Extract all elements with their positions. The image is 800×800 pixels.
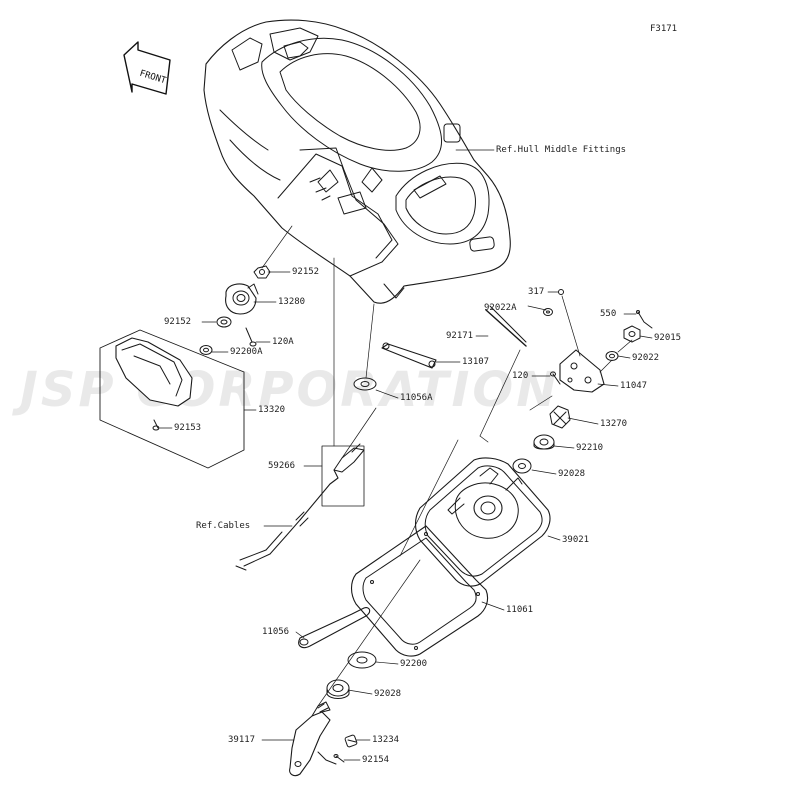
bracket-11056 (298, 607, 371, 649)
washer-92200 (347, 651, 377, 669)
part-label-13270: 13270 (600, 419, 628, 429)
part-label-11047: 11047 (620, 381, 648, 391)
washer-11056a (353, 377, 377, 391)
washer-92022a (543, 308, 553, 316)
part-label-92022: 92022 (632, 353, 660, 363)
nut-92152-lower (216, 316, 232, 328)
part-label-39117: 39117 (228, 735, 256, 745)
gasket-11061 (350, 525, 489, 657)
fitting-39117 (289, 701, 337, 777)
screw-120a (245, 327, 257, 347)
bracket-11047 (559, 349, 605, 393)
part-label-550: 550 (600, 309, 617, 319)
washer-92028-lower (326, 679, 350, 699)
bracket-box-13320 (99, 329, 245, 469)
part-label-92153: 92153 (174, 423, 202, 433)
part-label-92015: 92015 (654, 333, 682, 343)
collar-92210 (533, 434, 555, 450)
nut-92152-upper (253, 265, 271, 279)
part-label-120a: 120A (272, 337, 294, 347)
part-label-120: 120 (512, 371, 529, 381)
part-label-39021: 39021 (562, 535, 590, 545)
pin-550 (636, 310, 653, 329)
part-label-92200: 92200 (400, 659, 428, 669)
part-label-92154: 92154 (362, 755, 390, 765)
washer-92028-upper (512, 458, 532, 474)
part-13270 (549, 405, 571, 429)
front-arrow-icon: FRONT (123, 41, 171, 95)
part-label-92028-upper: 92028 (558, 469, 586, 479)
ref-cables-label: Ref.Cables (196, 521, 251, 531)
leader-lines (159, 149, 653, 761)
screw-120 (550, 371, 561, 385)
cables-ref-lines (321, 445, 365, 507)
part-label-317: 317 (528, 287, 545, 297)
part-label-92152-lower: 92152 (164, 317, 192, 327)
part-label-92210: 92210 (576, 443, 604, 453)
part-label-11061: 11061 (506, 605, 534, 615)
washer-92022 (605, 351, 619, 361)
pin-92171 (485, 305, 527, 347)
part-label-13320: 13320 (258, 405, 286, 415)
part-13234 (344, 734, 358, 748)
lever-13107 (381, 342, 437, 369)
washer-92200a (199, 345, 213, 355)
screw-92154 (333, 754, 345, 763)
part-label-11056: 11056 (262, 627, 290, 637)
part-label-59266: 59266 (268, 461, 296, 471)
part-label-92171: 92171 (446, 331, 474, 341)
watermark: JSP CORPORATION (20, 362, 560, 418)
part-label-92200a: 92200A (230, 347, 263, 357)
hull-body (203, 19, 511, 304)
part-label-92152-upper: 92152 (292, 267, 320, 277)
ref-hull-label: Ref.Hull Middle Fittings (496, 145, 627, 155)
cable-59266 (235, 443, 365, 571)
part-label-92028-lower: 92028 (374, 689, 402, 699)
part-label-13234: 13234 (372, 735, 400, 745)
part-label-92022a: 92022A (484, 303, 517, 313)
part-label-13280: 13280 (278, 297, 306, 307)
figure-id: F3171 (650, 24, 678, 34)
part-label-11056a: 11056A (400, 393, 433, 403)
nut-92015 (623, 325, 641, 343)
housing-39021 (414, 457, 551, 587)
bolt-317 (558, 289, 564, 295)
plug-13280 (225, 283, 259, 315)
part-label-13107: 13107 (462, 357, 490, 367)
